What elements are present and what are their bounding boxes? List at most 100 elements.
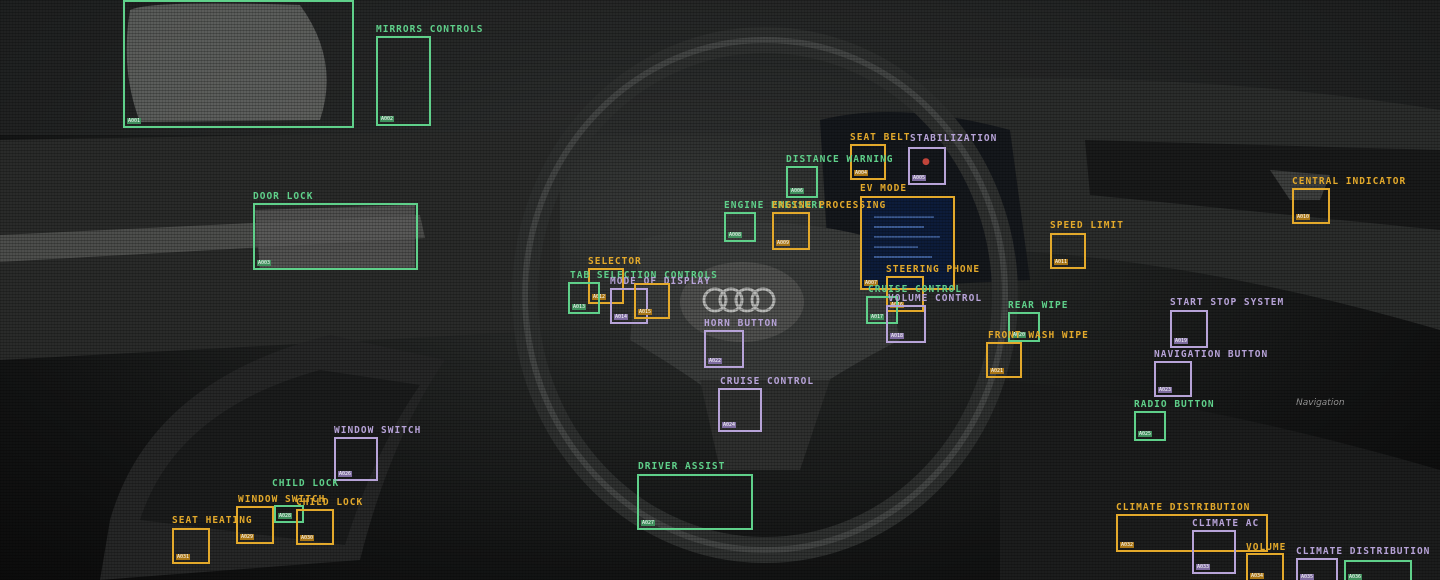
label-horn-button: HORN BUTTON <box>704 318 778 329</box>
label-steering-phone: STEERING PHONE <box>886 264 981 275</box>
annotation-box-start-stop-system[interactable]: A019 <box>1170 310 1208 348</box>
warning-light-icon: ● <box>922 157 930 167</box>
annotation-box-central-indicator[interactable]: A010 <box>1292 188 1330 224</box>
annotation-tag: A027 <box>641 520 656 526</box>
label-engine-processing: ENGINE PROCESSING <box>772 200 887 211</box>
annotation-tag: A015 <box>638 309 653 315</box>
label-cruise-control-secondary: CRUISE CONTROL <box>868 284 963 295</box>
label-seat-heating: SEAT HEATING <box>172 515 253 526</box>
label-child-lock-secondary: CHILD LOCK <box>296 497 364 508</box>
annotation-box-window-switch-secondary[interactable]: A029 <box>236 506 274 544</box>
annotation-box-rear-wipe[interactable]: A020 <box>1008 312 1040 342</box>
annotation-tag: A033 <box>1196 564 1211 570</box>
annotation-box-stabilization[interactable]: ● A005 <box>908 147 946 185</box>
annotation-tag: A014 <box>614 314 629 320</box>
annotation-box-mirrors-controls[interactable]: A002 <box>376 36 431 126</box>
label-radio-button: RADIO BUTTON <box>1134 399 1215 410</box>
annotation-box-engine-processing[interactable]: A009 <box>772 212 810 250</box>
label-driver-assist: DRIVER ASSIST <box>638 461 726 472</box>
annotation-tag: A018 <box>890 333 905 339</box>
annotation-tag: A030 <box>300 535 315 541</box>
label-seat-belt: SEAT BELT <box>850 132 911 143</box>
annotation-tag: A007 <box>864 280 879 286</box>
annotation-tag: A032 <box>1120 542 1135 548</box>
annotation-box-radio-button[interactable]: A025 <box>1134 411 1166 441</box>
annotation-tag: A010 <box>1296 214 1311 220</box>
label-engine-pressure: ENGINE PRESSURE <box>724 200 825 211</box>
annotation-tag: A021 <box>990 368 1005 374</box>
annotation-tag: A023 <box>1158 387 1173 393</box>
annotation-box-distance-warning[interactable]: A006 <box>786 166 818 198</box>
annotation-box-climate-distribution-tertiary[interactable]: A036 <box>1344 560 1412 580</box>
label-navigation-button: NAVIGATION BUTTON <box>1154 349 1269 360</box>
label-climate-distribution-secondary: CLIMATE DISTRIBUTION <box>1296 546 1431 557</box>
annotation-tag: A019 <box>1174 338 1189 344</box>
annotation-tag: A004 <box>854 170 869 176</box>
label-selector: SELECTOR <box>588 256 642 267</box>
annotation-box-tab-selection-controls[interactable]: A013 <box>568 282 600 314</box>
annotation-tag: A013 <box>572 304 587 310</box>
annotation-tag: A025 <box>1138 431 1153 437</box>
annotation-tag: A005 <box>912 175 927 181</box>
annotation-box-seat-heating[interactable]: A031 <box>172 528 210 564</box>
annotation-box-window-switch[interactable]: A026 <box>334 437 378 481</box>
label-climate-ac: CLIMATE AC <box>1192 518 1260 529</box>
label-rear-wipe: REAR WIPE <box>1008 300 1069 311</box>
annotation-tag: A009 <box>776 240 791 246</box>
label-stabilization: STABILIZATION <box>910 133 998 144</box>
navigation-screen-text: Navigation <box>1296 398 1345 408</box>
cluster-display <box>862 198 952 290</box>
label-child-lock: CHILD LOCK <box>272 478 340 489</box>
annotation-box-child-lock[interactable]: A028 <box>274 505 304 523</box>
annotation-box-volume[interactable]: A034 <box>1246 553 1284 580</box>
label-mode-of-display: MODE OF DISPLAY <box>610 276 711 287</box>
annotation-box-front-wash-wipe[interactable]: A021 <box>986 342 1022 378</box>
label-climate-distribution: CLIMATE DISTRIBUTION <box>1116 502 1251 513</box>
annotation-box-seat-belt[interactable]: A004 <box>850 144 886 180</box>
annotation-box-climate-ac[interactable]: A033 <box>1192 530 1236 574</box>
annotation-box-child-lock-secondary[interactable]: A030 <box>296 509 334 545</box>
annotation-box-door-lock[interactable]: A003 <box>253 203 418 270</box>
annotation-tag: A035 <box>1300 574 1315 580</box>
label-central-indicator: CENTRAL INDICATOR <box>1292 176 1407 187</box>
annotation-box-horn-button[interactable]: A022 <box>704 330 744 368</box>
annotation-tag: A003 <box>257 260 272 266</box>
label-front-wash-wipe: FRONT WASH WIPE <box>988 330 1089 341</box>
annotation-tag: A020 <box>1012 332 1027 338</box>
annotation-tag: A024 <box>722 422 737 428</box>
annotation-tag: A011 <box>1054 259 1069 265</box>
label-mirrors-controls: MIRRORS CONTROLS <box>376 24 484 35</box>
annotation-tag: A002 <box>380 116 395 122</box>
annotation-box-mode-of-display[interactable]: A014 <box>610 288 648 324</box>
annotation-tag: A008 <box>728 232 743 238</box>
annotation-box-mirror[interactable]: A001 <box>123 0 354 128</box>
annotation-box-climate-distribution-secondary[interactable]: A035 <box>1296 558 1338 580</box>
annotation-box-ev-mode[interactable]: A007 <box>860 196 955 290</box>
annotation-box-navigation-button[interactable]: A023 <box>1154 361 1192 397</box>
label-speed-limit: SPEED LIMIT <box>1050 220 1124 231</box>
annotation-box-engine-pressure[interactable]: A008 <box>724 212 756 242</box>
annotation-tag: A034 <box>1250 573 1265 579</box>
annotation-tag: A017 <box>870 314 885 320</box>
annotation-tag: A029 <box>240 534 255 540</box>
annotation-box-speed-limit[interactable]: A011 <box>1050 233 1086 269</box>
label-window-switch: WINDOW SWITCH <box>334 425 422 436</box>
label-door-lock: DOOR LOCK <box>253 191 314 202</box>
label-distance-warning: DISTANCE WARNING <box>786 154 894 165</box>
label-start-stop-system: START STOP SYSTEM <box>1170 297 1285 308</box>
annotation-box-driver-assist[interactable]: A027 <box>637 474 753 530</box>
annotation-tag: A031 <box>176 554 191 560</box>
label-volume-control: VOLUME CONTROL <box>888 293 983 304</box>
label-volume: VOLUME <box>1246 542 1287 553</box>
annotation-tag: A022 <box>708 358 723 364</box>
annotation-box-volume-control[interactable]: A018 <box>886 305 926 343</box>
annotation-box-cruise-control[interactable]: A024 <box>718 388 762 432</box>
annotation-box-cruise-control-secondary[interactable]: A017 <box>866 296 898 324</box>
label-cruise-control: CRUISE CONTROL <box>720 376 815 387</box>
label-window-switch-secondary: WINDOW SWITCH <box>238 494 326 505</box>
annotation-tag: A001 <box>127 118 142 124</box>
annotation-tag: A028 <box>278 513 293 519</box>
annotation-tag: A006 <box>790 188 805 194</box>
annotation-box-display-mode-secondary[interactable]: A015 <box>634 283 670 319</box>
